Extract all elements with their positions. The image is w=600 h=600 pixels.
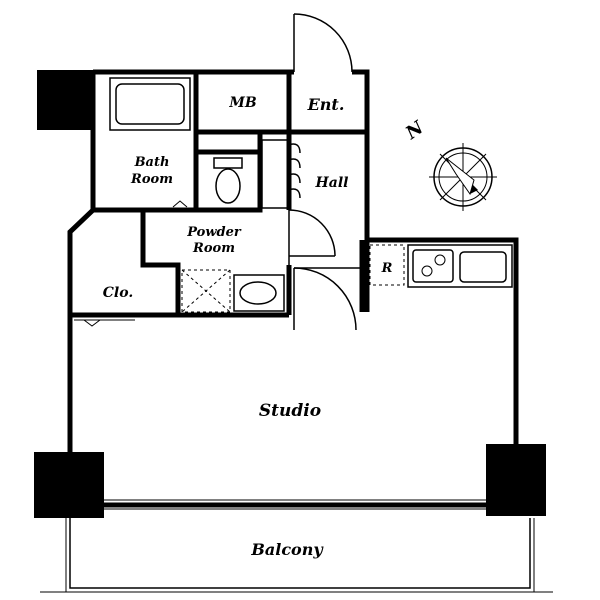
closet-rail [74,319,135,327]
column-bottom-right [486,444,546,516]
label-bath-line1: Bath [134,155,170,170]
entrance-door [293,13,353,73]
refrigerator-space [369,244,405,286]
washbasin [233,274,285,312]
bath-door-marker [172,200,188,208]
bathtub [109,77,191,131]
powder-room-door [288,209,336,265]
compass-north-arrow-icon [429,143,497,211]
toilet [213,157,243,204]
balcony-outline [40,518,553,593]
compass-north-label: N [401,116,429,144]
label-studio: Studio [259,401,321,421]
label-bath-line2: Room [130,172,173,187]
label-balcony: Balcony [250,540,324,559]
label-clo: Clo. [103,285,133,301]
label-refrigerator: R [381,261,393,276]
column-top-left [37,70,93,130]
label-powder-line1: Powder [186,225,242,240]
washing-machine-space [181,269,231,313]
shoe-cabinet [261,139,301,209]
outer-walls [67,69,519,508]
label-mb: MB [228,95,256,111]
label-powder-line2: Room [192,241,235,256]
label-hall: Hall [315,175,349,191]
studio-door [293,267,360,331]
interior-walls [70,72,367,318]
column-bottom-left [34,452,104,518]
window [104,499,486,510]
kitchen-counter [407,244,513,288]
label-ent: Ent. [307,95,345,114]
